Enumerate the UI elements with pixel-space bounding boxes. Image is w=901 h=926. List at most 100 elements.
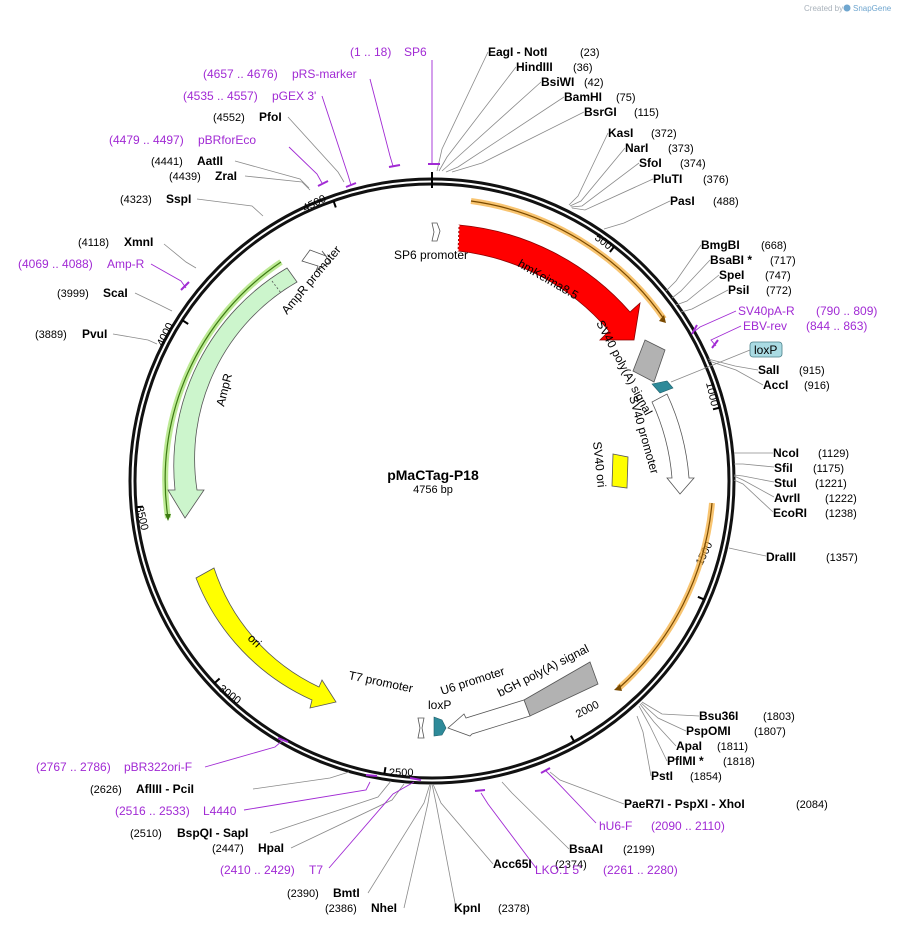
sp6-promoter-feature[interactable] bbox=[431, 222, 441, 242]
enzyme-label[interactable]: HpaI bbox=[258, 841, 284, 855]
enzyme-position: (1807) bbox=[754, 726, 786, 738]
enzyme-label[interactable]: AatII bbox=[197, 154, 223, 168]
enzyme-label[interactable]: PaeR7I - PspXI - XhoI bbox=[624, 797, 745, 811]
primer-label[interactable]: T7 bbox=[309, 863, 323, 877]
enzyme-label[interactable]: BspQI - SapI bbox=[177, 826, 248, 840]
enzyme-label[interactable]: BamHI bbox=[564, 90, 602, 104]
enzyme-label[interactable]: SalI bbox=[758, 363, 779, 377]
loxp-top-feature[interactable] bbox=[651, 380, 674, 394]
primer-label[interactable]: pRS-marker bbox=[292, 67, 357, 81]
enzyme-label[interactable]: ScaI bbox=[103, 286, 128, 300]
ampr-feature[interactable] bbox=[167, 267, 298, 519]
sv40-promoter-feature[interactable] bbox=[651, 393, 695, 495]
enzyme-label[interactable]: EcoRI bbox=[773, 506, 807, 520]
enzyme-position: (373) bbox=[668, 143, 694, 155]
loxp-bottom-label: loxP bbox=[428, 698, 451, 712]
primer-label[interactable]: pBR322ori-F bbox=[124, 760, 192, 774]
primer-range: (4535 .. 4557) bbox=[183, 89, 258, 103]
enzyme-label[interactable]: AccI bbox=[763, 378, 788, 392]
u6-promoter-label: U6 promoter bbox=[439, 664, 507, 698]
enzyme-label[interactable]: PvuI bbox=[82, 327, 107, 341]
tick-marks bbox=[136, 200, 721, 775]
enzyme-label[interactable]: AvrII bbox=[774, 491, 800, 505]
enzyme-label[interactable]: ApaI bbox=[676, 739, 702, 753]
enzyme-position: (916) bbox=[804, 380, 830, 392]
enzyme-label[interactable]: EagI - NotI bbox=[488, 45, 547, 59]
enzyme-position: (4323) bbox=[120, 194, 152, 206]
tick-mark-500 bbox=[609, 245, 615, 253]
enzyme-position: (3999) bbox=[57, 288, 89, 300]
loxp-top-label-box bbox=[749, 341, 783, 358]
enzyme-label[interactable]: StuI bbox=[774, 476, 797, 490]
enzyme-label[interactable]: Bsu36I bbox=[699, 709, 738, 723]
primer-label[interactable]: SV40pA-R bbox=[738, 304, 795, 318]
enzyme-position: (372) bbox=[651, 128, 677, 140]
enzyme-position: (4439) bbox=[169, 171, 201, 183]
sv40-ori-feature[interactable] bbox=[611, 453, 629, 489]
enzyme-label[interactable]: PstI bbox=[651, 769, 673, 783]
primer-label[interactable]: Amp-R bbox=[107, 257, 145, 271]
enzyme-label[interactable]: XmnI bbox=[124, 235, 153, 249]
ampr-promoter-feature[interactable] bbox=[301, 249, 331, 273]
t7-promoter-feature[interactable] bbox=[417, 717, 425, 739]
sv40-polya-feature[interactable] bbox=[632, 339, 666, 383]
enzyme-label[interactable]: AflIII - PciI bbox=[136, 782, 194, 796]
primer-label[interactable]: EBV-rev bbox=[743, 319, 787, 333]
enzyme-position: (1818) bbox=[723, 756, 755, 768]
enzyme-position: (2199) bbox=[623, 844, 655, 856]
primer-label[interactable]: LKO.1 5' bbox=[535, 863, 581, 877]
tick-mark-1500 bbox=[697, 595, 705, 601]
enzyme-label[interactable]: DraIII bbox=[766, 550, 796, 564]
enzyme-label[interactable]: NarI bbox=[625, 141, 648, 155]
enzyme-label[interactable]: PspOMI bbox=[686, 724, 731, 738]
primer-label[interactable]: pBRforEco bbox=[198, 133, 256, 147]
hmkeima-feature[interactable] bbox=[457, 224, 641, 341]
tick-mark-3500 bbox=[136, 505, 144, 509]
enzyme-position: (2084) bbox=[796, 799, 828, 811]
enzyme-label[interactable]: KasI bbox=[608, 126, 633, 140]
primer-range: (2410 .. 2429) bbox=[220, 863, 295, 877]
primer-range: (2261 .. 2280) bbox=[603, 863, 678, 877]
enzyme-label[interactable]: Acc65I bbox=[493, 857, 532, 871]
ampr-label: AmpR bbox=[213, 372, 235, 408]
primer-range: (1 .. 18) bbox=[350, 45, 391, 59]
enzyme-label[interactable]: BsrGI bbox=[584, 105, 617, 119]
enzyme-label[interactable]: BmgBI bbox=[701, 238, 740, 252]
ori-feature[interactable] bbox=[195, 567, 337, 709]
hmkeima-split-marker bbox=[457, 224, 460, 252]
primer-label[interactable]: hU6-F bbox=[599, 819, 632, 833]
enzyme-position: (1175) bbox=[813, 463, 844, 475]
loxp-bottom-feature[interactable] bbox=[433, 716, 447, 737]
enzyme-label[interactable]: PluTI bbox=[653, 172, 682, 186]
enzyme-label[interactable]: SfiI bbox=[774, 461, 793, 475]
enzyme-label[interactable]: HindIII bbox=[516, 60, 553, 74]
enzyme-label[interactable]: PfoI bbox=[259, 110, 282, 124]
enzyme-label[interactable]: ZraI bbox=[215, 169, 237, 183]
enzyme-label[interactable]: BsiWI bbox=[541, 75, 574, 89]
enzyme-label[interactable]: NheI bbox=[371, 901, 397, 915]
enzyme-label[interactable]: SfoI bbox=[639, 156, 662, 170]
enzyme-label[interactable]: BsaBI * bbox=[710, 253, 752, 267]
enzyme-labels: EagI - NotI (23) HindIII (36) BsiWI (42)… bbox=[35, 45, 858, 915]
enzyme-label[interactable]: PasI bbox=[670, 194, 695, 208]
primer-label[interactable]: L4440 bbox=[203, 804, 237, 818]
enzyme-label[interactable]: KpnI bbox=[454, 901, 481, 915]
enzyme-label[interactable]: PsiI bbox=[728, 283, 749, 297]
primer-label[interactable]: pGEX 3' bbox=[272, 89, 316, 103]
enzyme-label[interactable]: NcoI bbox=[773, 446, 799, 460]
enzyme-position: (2386) bbox=[325, 903, 357, 915]
primer-label[interactable]: SP6 bbox=[404, 45, 427, 59]
enzyme-label[interactable]: BmtI bbox=[333, 886, 360, 900]
loxp-top-leader bbox=[670, 349, 751, 383]
credit-brand: SnapGene bbox=[853, 4, 892, 13]
primer-range: (2516 .. 2533) bbox=[115, 804, 190, 818]
enzyme-label[interactable]: PflMI * bbox=[667, 754, 704, 768]
enzyme-position: (2378) bbox=[498, 903, 530, 915]
enzyme-label[interactable]: BsaAI bbox=[569, 842, 603, 856]
enzyme-label[interactable]: SspI bbox=[166, 192, 191, 206]
credit-prefix: Created by bbox=[804, 4, 843, 13]
primer-range: (844 .. 863) bbox=[806, 319, 867, 333]
u6-promoter-feature[interactable] bbox=[447, 699, 531, 737]
enzyme-label[interactable]: SpeI bbox=[719, 268, 744, 282]
enzyme-position: (2390) bbox=[287, 888, 319, 900]
